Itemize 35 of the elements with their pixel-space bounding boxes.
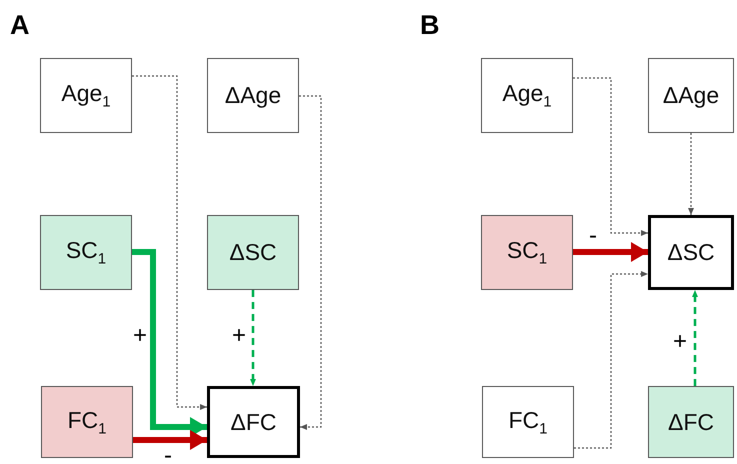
variable-label: ΔAge	[224, 82, 282, 109]
arrow	[573, 242, 648, 262]
variable-box	[648, 386, 734, 458]
variable-label: FC$_{1}$	[508, 406, 548, 438]
panel-letter: B	[420, 10, 440, 41]
variable-label: SC$_{1}$	[66, 237, 106, 268]
variable-box	[481, 58, 573, 133]
variable-box	[482, 386, 574, 458]
variable-label: Age$_{1}$	[502, 80, 552, 111]
variable-box	[207, 215, 299, 290]
variable-box	[207, 386, 300, 458]
variable-box	[40, 58, 132, 133]
variable-box	[207, 58, 299, 133]
arrow	[132, 75, 207, 410]
variable-label: ΔAge	[662, 82, 720, 109]
variable-box	[481, 215, 573, 290]
variable-label: ΔSC	[667, 239, 715, 266]
variable-box	[41, 386, 133, 458]
variable-label: ΔSC	[229, 239, 277, 266]
arrow	[133, 430, 207, 450]
variable-label: ΔFC	[668, 408, 714, 436]
variable-label: SC$_{1}$	[506, 237, 548, 268]
variable-box	[648, 215, 734, 290]
arrow	[692, 290, 698, 386]
variable-label: FC$_{1}$	[67, 406, 106, 438]
arrow	[573, 77, 648, 236]
variable-label: Age$_{1}$	[61, 80, 111, 111]
variable-label: ΔFC	[230, 408, 277, 436]
variable-box	[40, 215, 132, 290]
arrow	[574, 271, 648, 449]
arrow	[250, 290, 256, 386]
panel-letter: A	[10, 10, 30, 41]
variable-box	[648, 58, 734, 133]
arrow	[688, 133, 694, 215]
arrow	[299, 95, 322, 430]
